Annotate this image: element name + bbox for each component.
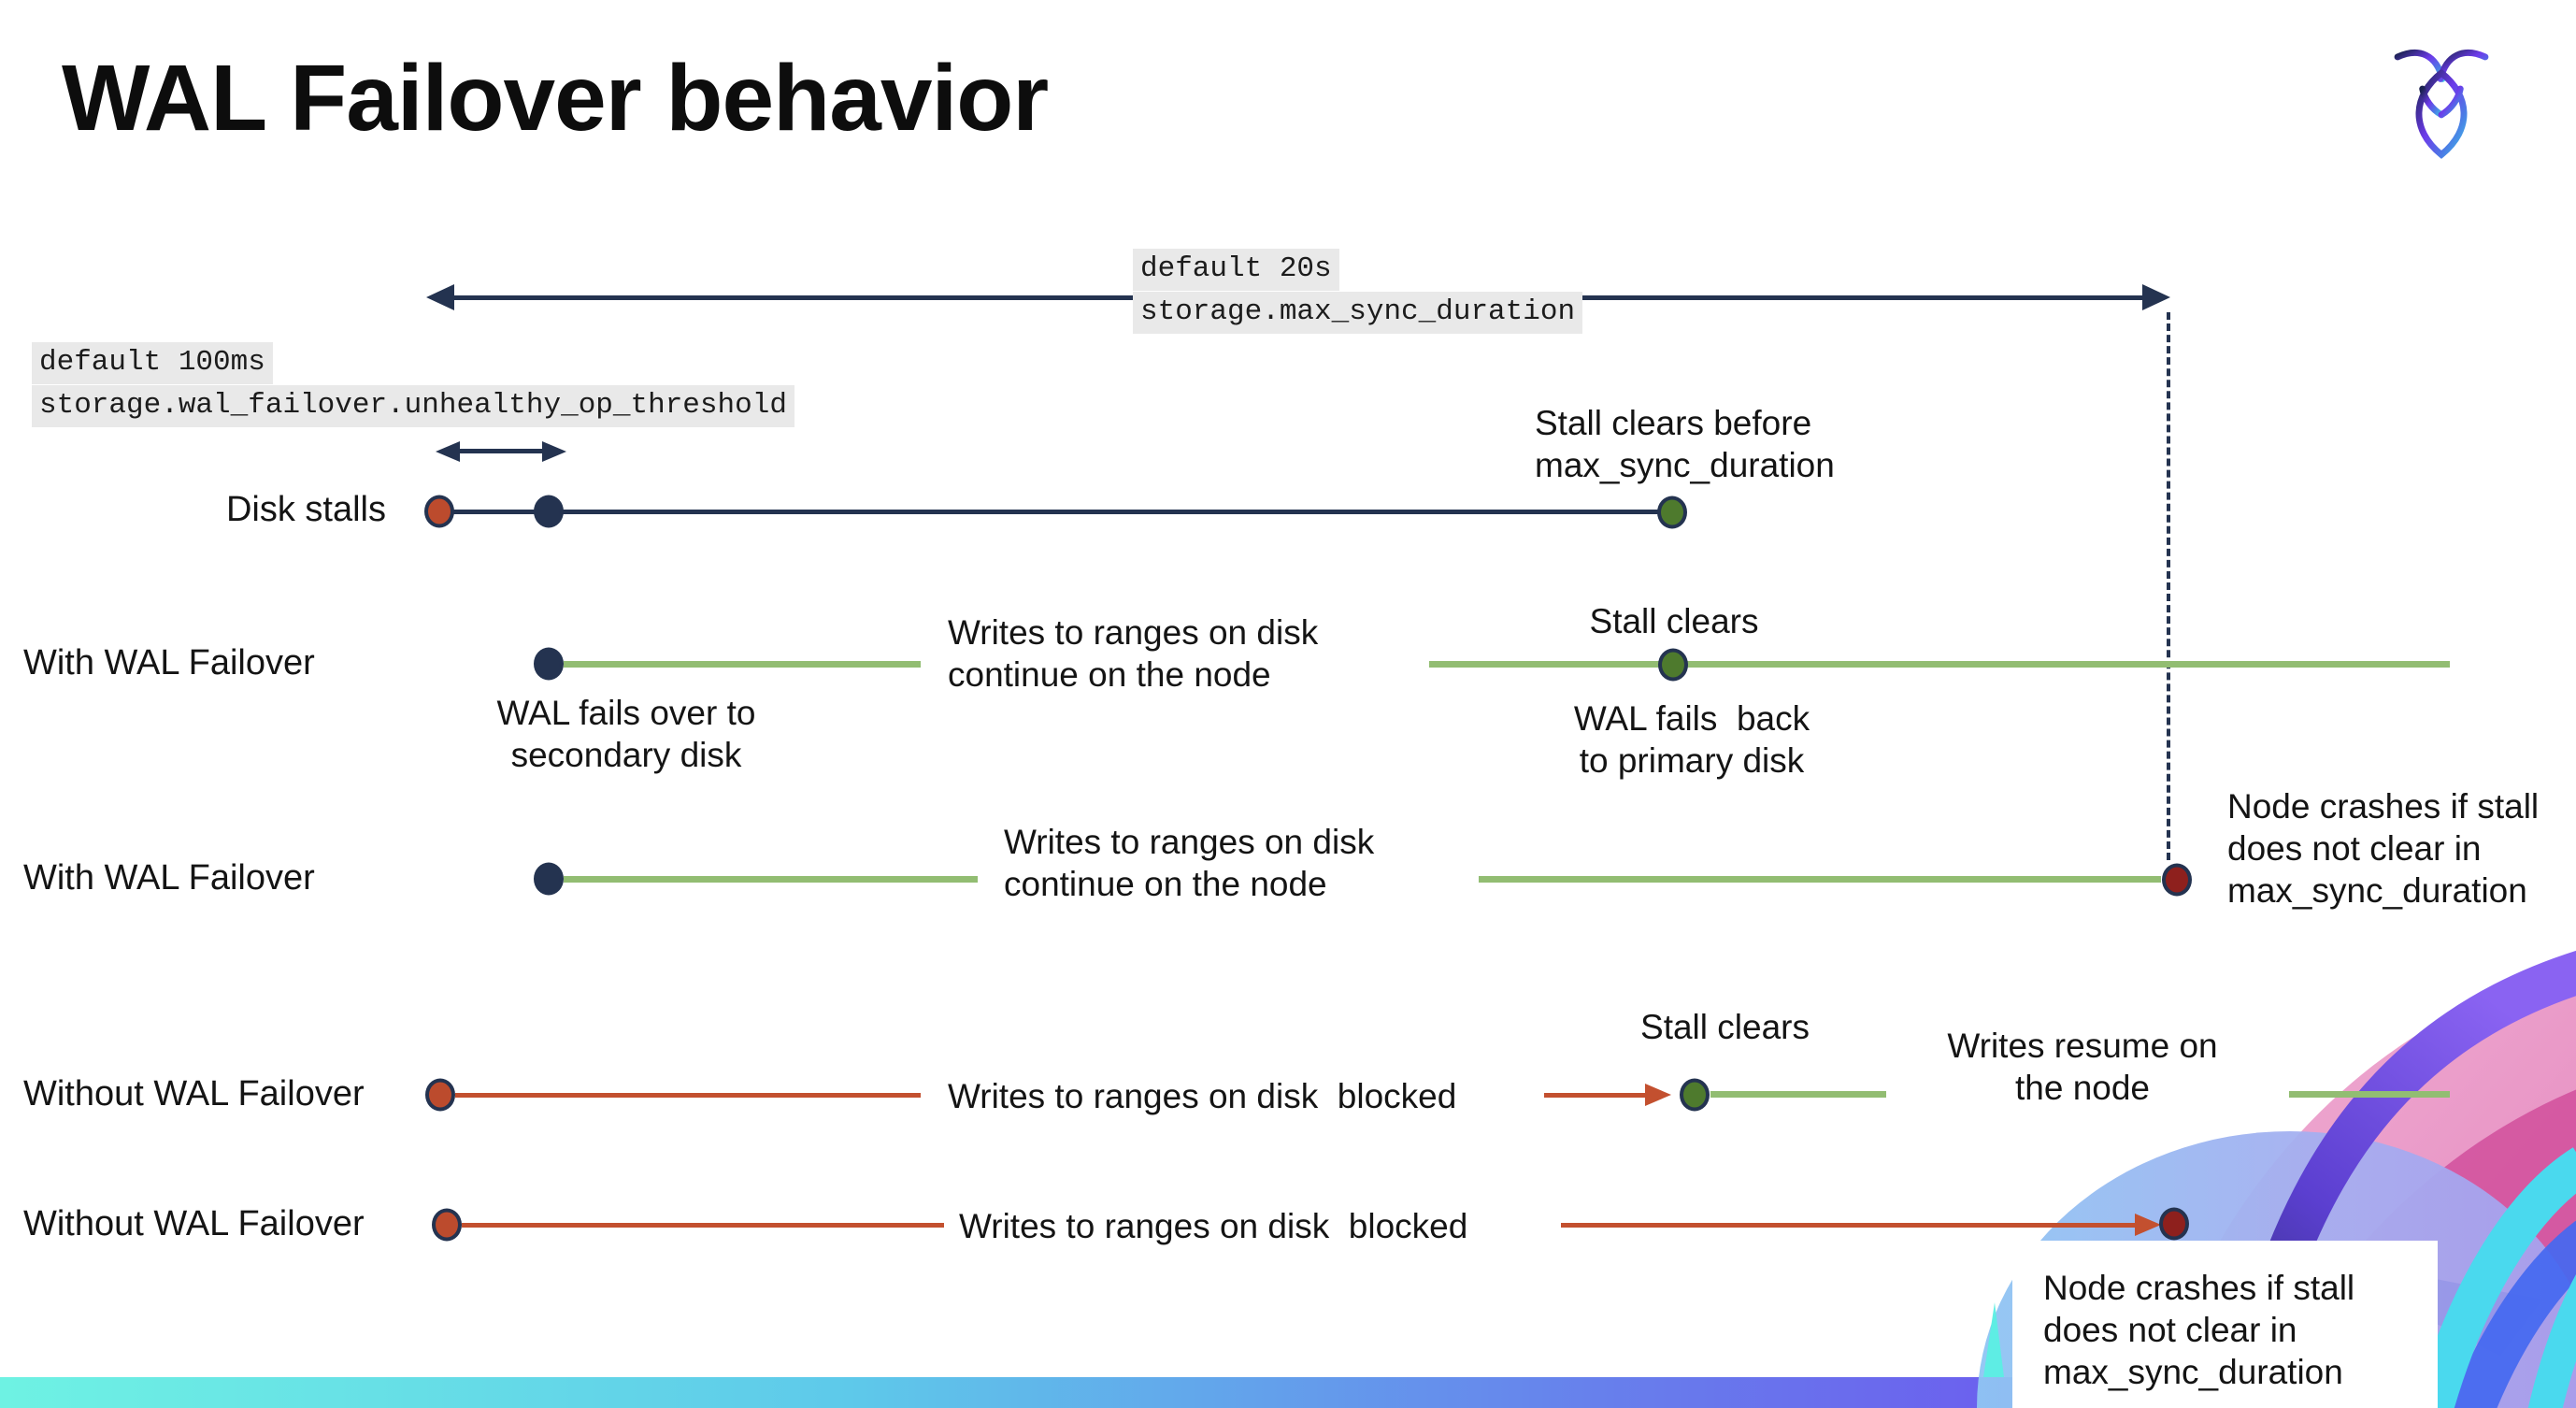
max-sync-setting-name: storage.max_sync_duration	[1133, 291, 1583, 334]
node-crash-dot-2	[2159, 1207, 2189, 1241]
writes-resume-line-2	[2289, 1091, 2450, 1098]
threshold-span-line	[460, 449, 542, 453]
row-label-disk-stalls: Disk stalls	[225, 490, 386, 529]
max-sync-duration-callout: default 20s storage.max_sync_duration	[1133, 249, 1583, 335]
node-crash-note-2: Node crashes if stall does not clear in …	[2043, 1269, 2355, 1392]
page-title: WAL Failover behavior	[62, 46, 1049, 151]
row-label-without-wal-failover-1: Without WAL Failover	[23, 1074, 365, 1113]
node-crash-callout-box: Node crashes if stall does not clear in …	[2012, 1241, 2438, 1408]
node-crash-note-1: Node crashes if stall does not clear in …	[2227, 787, 2540, 911]
writes-continue-line-1	[564, 661, 921, 668]
writes-blocked-arrow-line-2	[1561, 1223, 2139, 1228]
writes-blocked-note-2: Writes to ranges on disk blocked	[959, 1207, 1468, 1245]
writes-resume-line-1	[1710, 1091, 1886, 1098]
failover-dot	[534, 647, 564, 681]
threshold-default-value: default 100ms	[32, 342, 273, 384]
red-arrowhead-icon-2	[2135, 1214, 2161, 1236]
stall-clears-note-1: Stall clears	[1589, 602, 1759, 640]
stall-start-dot-2	[425, 1078, 455, 1112]
row-label-without-wal-failover-2: Without WAL Failover	[23, 1204, 365, 1243]
writes-continue-line-3	[564, 876, 978, 883]
max-sync-default-value: default 20s	[1133, 249, 1339, 291]
stall-start-dot-3	[432, 1208, 462, 1242]
arrowhead-left-icon	[426, 284, 454, 310]
row-label-with-wal-failover-2: With WAL Failover	[23, 858, 315, 898]
stall-clears-note-2: Stall clears	[1640, 1008, 1810, 1046]
red-arrowhead-icon-1	[1645, 1084, 1671, 1106]
threshold-reached-dot	[534, 495, 564, 528]
unhealthy-op-threshold-callout: default 100ms storage.wal_failover.unhea…	[32, 342, 794, 428]
writes-continue-line-4	[1479, 876, 2161, 883]
stall-clears-dot-2	[1658, 648, 1688, 682]
writes-continue-note-1: Writes to ranges on disk continue on the…	[948, 613, 1319, 695]
stall-clears-before-note: Stall clears before max_sync_duration	[1535, 404, 1835, 485]
arrowhead-right-icon	[2142, 284, 2170, 310]
row-label-with-wal-failover-1: With WAL Failover	[23, 643, 315, 682]
disk-stalls-timeline	[439, 510, 1673, 514]
writes-continue-note-2: Writes to ranges on disk continue on the…	[1004, 823, 1375, 904]
threshold-arrowhead-right-icon	[542, 441, 566, 462]
node-crash-dot-1	[2162, 863, 2192, 897]
stall-start-dot	[424, 495, 454, 528]
failover-secondary-note: WAL fails over to secondary disk	[496, 694, 756, 775]
stall-clears-dot-3	[1680, 1078, 1710, 1112]
writes-blocked-arrow-line-1	[1544, 1093, 1647, 1098]
max-sync-deadline-dashed-line	[2167, 312, 2170, 860]
stall-clears-dot	[1657, 496, 1687, 529]
writes-blocked-note-1: Writes to ranges on disk blocked	[948, 1077, 1457, 1115]
writes-blocked-line-2	[462, 1223, 944, 1228]
writes-blocked-line-1	[455, 1093, 921, 1098]
threshold-setting-name: storage.wal_failover.unhealthy_op_thresh…	[32, 384, 794, 427]
writes-continue-line-2	[1429, 661, 2450, 668]
threshold-arrowhead-left-icon	[436, 441, 460, 462]
failover-dot-2	[534, 862, 564, 896]
failback-primary-note: WAL fails back to primary disk	[1573, 699, 1810, 781]
cockroachdb-logo-icon	[2394, 50, 2489, 159]
writes-resume-note: Writes resume on the node	[1947, 1027, 2218, 1108]
